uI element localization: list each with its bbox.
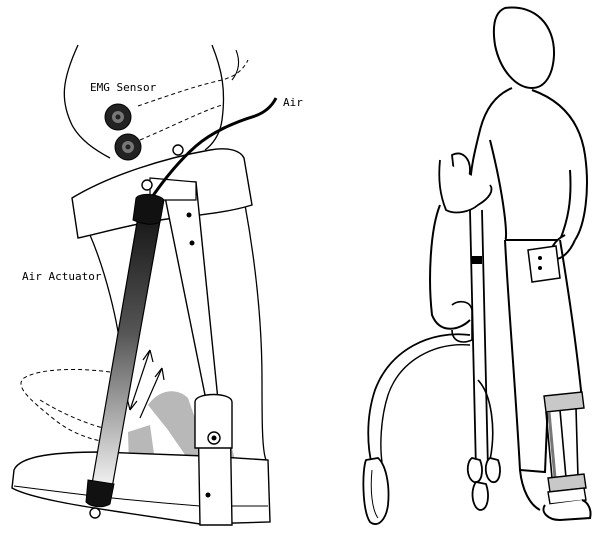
cuff-pivot [173, 145, 183, 155]
foot-alt-position-2 [40, 400, 110, 430]
walker-lock [472, 256, 482, 264]
calf-back-outline [245, 205, 266, 460]
emg-electrode-icon [105, 104, 131, 130]
leg-orthosis-figure [12, 45, 276, 525]
emg-sensor-label: EMG Sensor [90, 82, 156, 93]
person-body-outline [490, 140, 571, 240]
emg-electrode-icon [115, 134, 141, 160]
walker [363, 160, 500, 524]
walking-person-figure [363, 8, 590, 524]
air-label: Air [283, 97, 303, 108]
rivet [206, 493, 211, 498]
person-lower-leg [520, 470, 540, 510]
walker-front-frame [368, 334, 470, 465]
person-leg-orthosis [544, 392, 586, 504]
walker-wheel-lower [473, 482, 488, 510]
thigh-outline [64, 45, 110, 158]
foot-alt-position [21, 370, 110, 442]
controller-box [528, 246, 560, 282]
air-actuator-label: Air Actuator [22, 271, 101, 282]
actuator-top-cap [133, 194, 164, 224]
walker-basket-frame [478, 380, 493, 460]
walker-rear-wheel-2 [486, 458, 500, 482]
actuator-top-pivot [142, 180, 152, 190]
rivet [190, 241, 195, 246]
person-head [494, 8, 554, 88]
walker-front-frame-inner [381, 345, 470, 462]
walker-rear-wheel [468, 458, 482, 482]
rivet [187, 213, 192, 218]
person-torso [470, 88, 587, 240]
actuator-bottom-pivot [90, 508, 100, 518]
actuator-bottom-cap [86, 480, 114, 507]
walker-back-panel [430, 205, 470, 329]
